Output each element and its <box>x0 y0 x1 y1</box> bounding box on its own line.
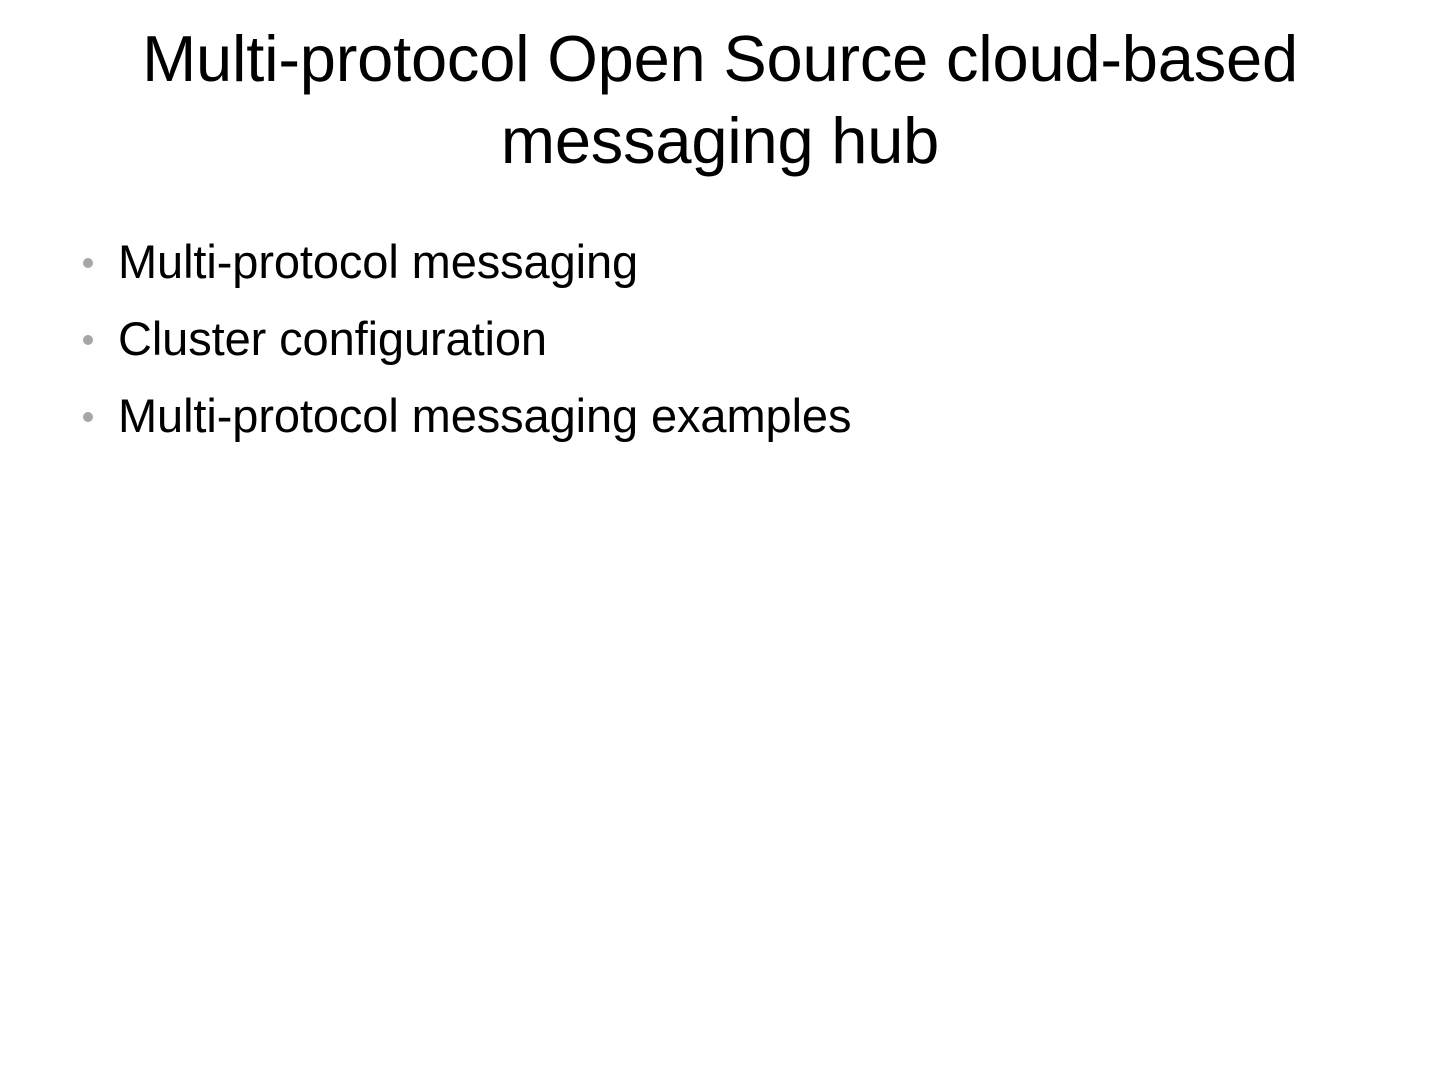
bullet-dot-icon <box>83 335 93 345</box>
list-item: Cluster configuration <box>72 310 1368 367</box>
bullet-dot-icon <box>83 412 93 422</box>
bullet-list: Multi-protocol messaging Cluster configu… <box>72 233 1368 464</box>
bullet-dot-icon <box>83 258 93 268</box>
list-item: Multi-protocol messaging examples <box>72 387 1368 444</box>
list-item-label: Multi-protocol messaging <box>118 235 639 288</box>
list-item: Multi-protocol messaging <box>72 233 1368 290</box>
list-item-label: Cluster configuration <box>118 312 547 365</box>
list-item-label: Multi-protocol messaging examples <box>118 389 852 442</box>
slide-title: Multi-protocol Open Source cloud-based m… <box>142 22 1298 177</box>
